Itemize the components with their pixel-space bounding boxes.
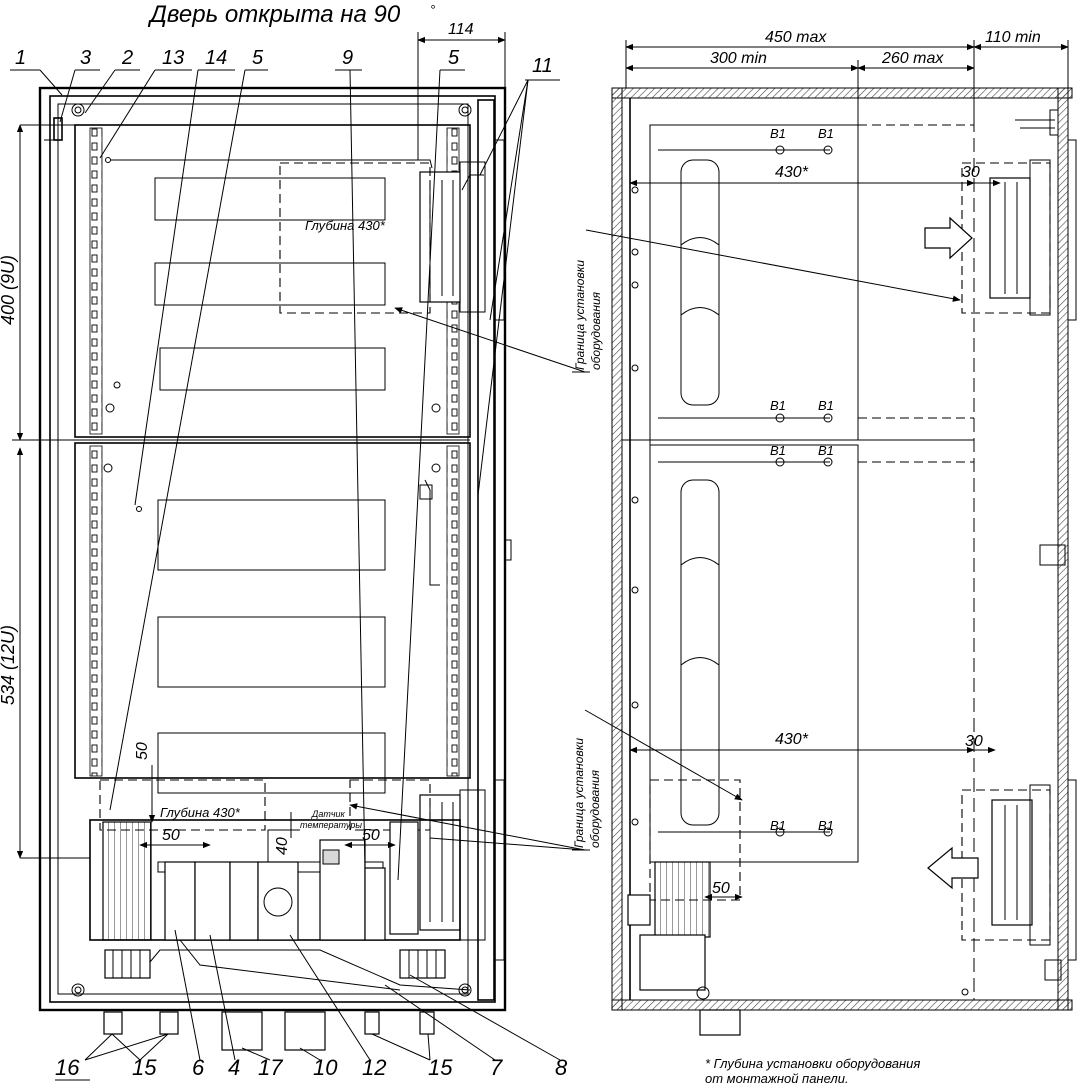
callouts-top: 1 3 2 13 14 5 9 5 11 bbox=[10, 47, 560, 881]
callout-10: 10 bbox=[313, 1055, 338, 1080]
callout-13: 13 bbox=[162, 47, 184, 69]
front-view: Глубина 430* Глубина 430* bbox=[0, 21, 568, 1081]
dim-450-max: 450 max bbox=[765, 29, 827, 46]
dim-114: 114 bbox=[448, 21, 474, 38]
footnote-line-2: от монтажной панели. bbox=[705, 1071, 849, 1086]
rack-lower bbox=[74, 442, 471, 779]
fan-bottom bbox=[419, 794, 461, 931]
dim-50-side: 50 bbox=[712, 880, 730, 897]
depth-zone-top bbox=[279, 162, 431, 314]
callout-4: 4 bbox=[228, 1055, 240, 1080]
terminal-block-left bbox=[104, 949, 151, 979]
side-wall-bottom bbox=[611, 999, 1073, 1011]
callout-3: 3 bbox=[80, 47, 91, 69]
boundary-label-bottom-1: Граница установки bbox=[572, 738, 586, 848]
boundary-label-bottom-2: оборудования bbox=[588, 769, 602, 848]
rack-upper bbox=[74, 124, 471, 438]
callout-2: 2 bbox=[121, 47, 133, 69]
terminal-block-right bbox=[399, 949, 446, 979]
cable-gland-1 bbox=[103, 1011, 123, 1035]
dim-430-bottom: 430* bbox=[775, 731, 809, 748]
callout-5b: 5 bbox=[448, 47, 460, 69]
boundary-label-top-2: оборудования bbox=[589, 291, 603, 370]
rack-rail-lower-right bbox=[446, 445, 460, 777]
b1-label-3: B1 bbox=[770, 398, 786, 413]
callout-1: 1 bbox=[15, 47, 26, 69]
cable-gland-5 bbox=[364, 1011, 380, 1035]
callout-15a: 15 bbox=[132, 1055, 157, 1080]
dim-260-max: 260 max bbox=[881, 50, 944, 67]
dim-110-min: 110 min bbox=[985, 29, 1041, 46]
cable-gland-3 bbox=[221, 1011, 263, 1051]
cable-gland-6 bbox=[419, 1011, 435, 1035]
door-wall bbox=[1057, 87, 1069, 1011]
callout-8: 8 bbox=[555, 1055, 568, 1080]
equipment-plate-bottom bbox=[649, 444, 859, 863]
dim-50-right: 50 bbox=[362, 827, 380, 844]
callout-9: 9 bbox=[342, 47, 353, 69]
rack-rail-lower-left bbox=[89, 445, 103, 777]
breaker-group bbox=[164, 861, 196, 941]
cable-gland-2 bbox=[159, 1011, 179, 1035]
callout-17: 17 bbox=[258, 1055, 283, 1080]
heater bbox=[102, 821, 152, 941]
b1-label-8: B1 bbox=[818, 818, 834, 833]
b1-label-1: B1 bbox=[770, 126, 786, 141]
dim-400-9u: 400 (9U) bbox=[0, 255, 18, 325]
title-degree-mark: ° bbox=[430, 2, 435, 17]
footnote-line-1: * Глубина установки оборудования bbox=[705, 1056, 920, 1071]
side-view: B1 B1 B1 B1 B1 B1 B1 B1 bbox=[349, 29, 1077, 1086]
socket-outlet bbox=[257, 861, 299, 941]
depth-zone-bottom bbox=[99, 779, 266, 831]
airflow-out-arrow bbox=[927, 846, 979, 890]
rack-rail-upper-left bbox=[89, 127, 103, 435]
dim-534-12u: 534 (12U) bbox=[0, 625, 18, 705]
dim-430-top: 430* bbox=[775, 164, 809, 181]
airflow-in-arrow bbox=[924, 216, 973, 260]
dim-300-min: 300 min bbox=[710, 50, 767, 67]
b1-label-5: B1 bbox=[770, 443, 786, 458]
callout-7: 7 bbox=[490, 1055, 503, 1080]
callout-11: 11 bbox=[532, 55, 553, 77]
vent-slot-bottom bbox=[680, 479, 720, 826]
vent-slot-top bbox=[680, 159, 720, 406]
fan-top bbox=[419, 171, 461, 303]
callout-5a: 5 bbox=[252, 47, 264, 69]
dim-40: 40 bbox=[274, 837, 291, 855]
dim-50-left: 50 bbox=[162, 827, 180, 844]
b1-label-2: B1 bbox=[818, 126, 834, 141]
side-terminal bbox=[639, 934, 706, 991]
depth-label-bottom: Глубина 430* bbox=[160, 805, 241, 820]
sensor-label-2: температуры bbox=[300, 820, 362, 830]
b1-label-7: B1 bbox=[770, 818, 786, 833]
boundary-label-top-1: Граница установки bbox=[573, 260, 587, 370]
power-supply bbox=[389, 821, 419, 935]
dim-30-bottom: 30 bbox=[965, 733, 983, 750]
b1-label-6: B1 bbox=[818, 443, 834, 458]
dim-30-top: 30 bbox=[962, 164, 980, 181]
side-wall-top bbox=[611, 87, 1073, 99]
side-wall-back bbox=[611, 87, 623, 1011]
callout-15b: 15 bbox=[428, 1055, 453, 1080]
b1-label-4: B1 bbox=[818, 398, 834, 413]
callout-16: 16 bbox=[55, 1055, 80, 1080]
drawing-title: Дверь открыта на 90 bbox=[147, 1, 401, 28]
callout-14: 14 bbox=[205, 47, 227, 69]
sensor-label-1: Датчик bbox=[311, 809, 346, 819]
thermostat bbox=[319, 839, 366, 941]
depth-label-top: Глубина 430* bbox=[305, 218, 386, 233]
callout-12: 12 bbox=[362, 1055, 386, 1080]
callout-6: 6 bbox=[192, 1055, 205, 1080]
cable-gland-4 bbox=[284, 1011, 326, 1051]
callouts-bottom: 16 15 6 4 17 10 12 15 7 8 bbox=[55, 929, 568, 1081]
dim-50-vertical: 50 bbox=[134, 742, 151, 760]
